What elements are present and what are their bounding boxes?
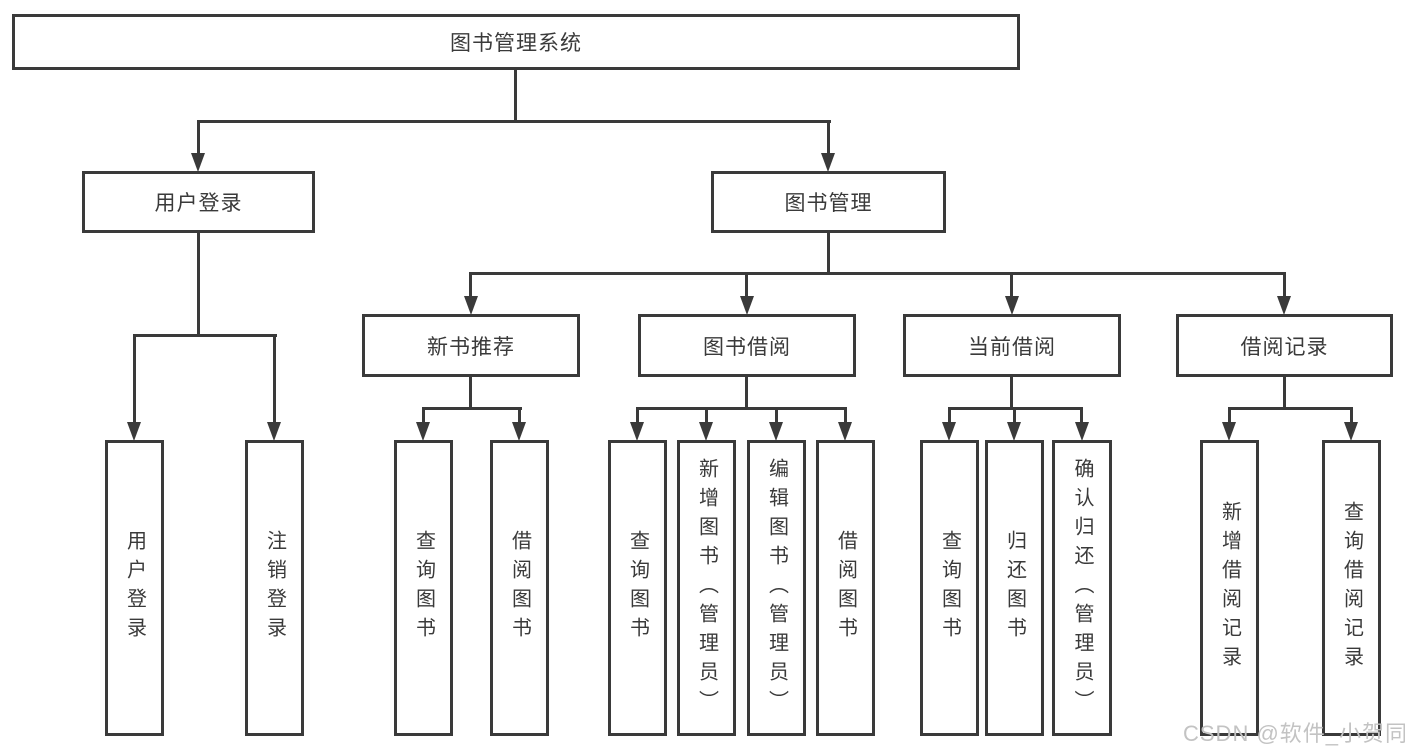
connector-line — [197, 120, 831, 123]
connector-line — [197, 120, 200, 156]
node-borrow-books-borrowing-label: 借阅图书 — [834, 530, 857, 646]
connector-line — [844, 407, 847, 425]
node-root-label: 图书管理系统 — [450, 32, 582, 55]
node-query-borrow-record-label: 查询借阅记录 — [1340, 501, 1363, 675]
connector-line — [827, 120, 830, 156]
node-book-management-label: 图书管理 — [784, 192, 873, 215]
connector-line — [1228, 407, 1353, 410]
node-book-borrowing: 图书借阅 — [638, 314, 856, 377]
connector-line — [469, 272, 1286, 275]
node-query-books-recommend: 查询图书 — [394, 440, 453, 736]
connector-arrow — [769, 422, 783, 441]
connector-line — [133, 334, 136, 426]
node-borrowing-records-label: 借阅记录 — [1240, 335, 1329, 359]
connector-arrow — [1222, 422, 1236, 441]
connector-line — [422, 407, 425, 425]
connector-line — [1228, 407, 1231, 425]
node-confirm-return-admin: 确认归还（管理员） — [1052, 440, 1112, 736]
node-add-borrow-record-label: 新增借阅记录 — [1218, 501, 1241, 675]
connector-arrow — [740, 296, 754, 315]
connector-line — [197, 233, 200, 337]
node-query-books-current: 查询图书 — [920, 440, 979, 736]
node-new-book-recommendation-label: 新书推荐 — [427, 335, 515, 359]
connector-arrow — [699, 422, 713, 441]
node-query-books-borrowing: 查询图书 — [608, 440, 667, 736]
node-add-book-admin: 新增图书（管理员） — [677, 440, 736, 736]
connector-arrow — [416, 422, 430, 441]
watermark: CSDN @软件_小贺同学 — [1183, 721, 1405, 746]
node-add-borrow-record: 新增借阅记录 — [1200, 440, 1259, 736]
connector-arrow — [1007, 422, 1021, 441]
connector-line — [133, 334, 277, 337]
node-new-book-recommendation: 新书推荐 — [362, 314, 580, 377]
node-current-borrowing-label: 当前借阅 — [968, 335, 1056, 359]
connector-line — [1010, 377, 1013, 410]
node-confirm-return-admin-label: 确认归还（管理员） — [1071, 457, 1093, 719]
node-borrowing-records: 借阅记录 — [1176, 314, 1393, 377]
node-user-login: 用户登录 — [82, 171, 315, 233]
node-login: 用户登录 — [105, 440, 164, 736]
connector-arrow — [512, 422, 526, 441]
node-logout-label: 注销登录 — [263, 530, 286, 646]
connector-line — [1350, 407, 1353, 425]
connector-line — [469, 377, 472, 410]
connector-arrow — [191, 153, 205, 172]
connector-arrow — [1344, 422, 1358, 441]
connector-line — [1013, 407, 1016, 425]
connector-arrow — [942, 422, 956, 441]
connector-line — [1080, 407, 1083, 425]
connector-line — [1283, 377, 1286, 410]
connector-line — [705, 407, 708, 425]
connector-line — [636, 407, 639, 425]
connector-line — [469, 272, 472, 298]
connector-line — [636, 407, 847, 410]
node-book-management: 图书管理 — [711, 171, 946, 233]
connector-line — [1283, 272, 1286, 298]
node-logout: 注销登录 — [245, 440, 304, 736]
node-current-borrowing: 当前借阅 — [903, 314, 1121, 377]
connector-arrow — [838, 422, 852, 441]
connector-arrow — [267, 422, 281, 441]
connector-arrow — [1277, 296, 1291, 315]
connector-line — [514, 70, 517, 122]
node-query-books-recommend-label: 查询图书 — [412, 530, 435, 646]
connector-line — [1010, 272, 1013, 298]
node-root: 图书管理系统 — [12, 14, 1020, 70]
node-query-books-current-label: 查询图书 — [938, 530, 961, 646]
connector-line — [827, 233, 830, 275]
connector-line — [775, 407, 778, 425]
connector-line — [422, 407, 522, 410]
node-borrow-books-borrowing: 借阅图书 — [816, 440, 875, 736]
connector-line — [518, 407, 521, 425]
node-edit-book-admin: 编辑图书（管理员） — [747, 440, 806, 736]
connector-arrow — [630, 422, 644, 441]
connector-arrow — [1075, 422, 1089, 441]
connector-arrow — [464, 296, 478, 315]
node-borrow-books-recommend: 借阅图书 — [490, 440, 549, 736]
node-user-login-label: 用户登录 — [154, 192, 243, 215]
connector-line — [273, 334, 276, 426]
connector-line — [745, 272, 748, 298]
node-edit-book-admin-label: 编辑图书（管理员） — [765, 457, 788, 719]
node-book-borrowing-label: 图书借阅 — [703, 335, 791, 359]
node-query-borrow-record: 查询借阅记录 — [1322, 440, 1381, 736]
node-borrow-books-recommend-label: 借阅图书 — [508, 530, 531, 646]
node-return-books-label: 归还图书 — [1003, 530, 1026, 646]
node-add-book-admin-label: 新增图书（管理员） — [695, 457, 718, 719]
node-query-books-borrowing-label: 查询图书 — [626, 530, 649, 646]
node-return-books: 归还图书 — [985, 440, 1044, 736]
connector-arrow — [127, 422, 141, 441]
connector-line — [745, 377, 748, 410]
node-login-label: 用户登录 — [123, 530, 146, 646]
connector-arrow — [1005, 296, 1019, 315]
connector-line — [948, 407, 951, 425]
connector-arrow — [821, 153, 835, 172]
